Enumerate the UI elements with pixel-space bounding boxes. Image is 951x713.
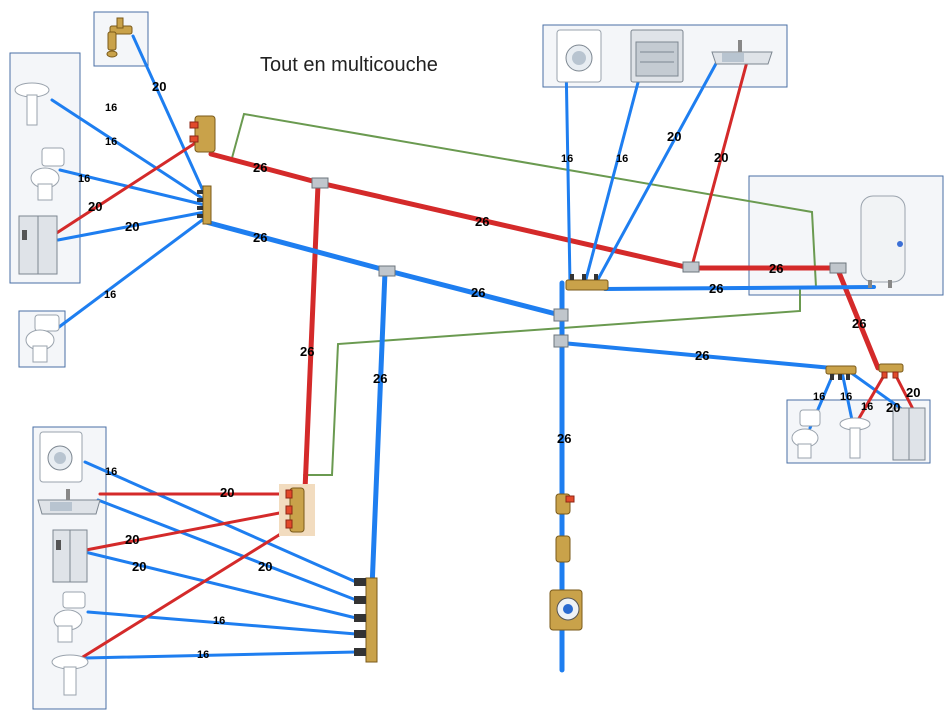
diagram-title: Tout en multicouche — [260, 54, 438, 76]
hot-to-basin-bottom — [76, 523, 297, 662]
pipe-label: 26 — [475, 214, 489, 229]
manifold-icon-right-cold — [825, 365, 857, 380]
pipe-label: 20 — [220, 485, 234, 500]
pressure-reducer-icon — [555, 493, 575, 515]
pipe-label: 20 — [714, 150, 728, 165]
pipe-size-labels: 20 16 16 16 20 20 16 26 26 26 26 26 26 2… — [78, 79, 920, 661]
dishwasher-icon — [630, 29, 684, 83]
cold-to-right-bath — [560, 341, 834, 370]
pipe-label: 16 — [197, 649, 209, 661]
water-heater-icon — [860, 195, 906, 288]
manifold-icon-bottom-cold — [354, 577, 378, 663]
pipe-label: 26 — [373, 371, 387, 386]
cold-to-shower-left — [56, 210, 207, 242]
pipe-label: 16 — [616, 153, 628, 165]
cold-to-heater — [603, 285, 876, 291]
cold-to-dishwasher — [583, 73, 642, 285]
filter-icon — [555, 535, 571, 563]
faucet-icon — [106, 17, 133, 58]
cold-to-wc-bottom — [86, 610, 358, 636]
shower-icon-right — [892, 407, 926, 461]
toilet-icon — [30, 147, 65, 201]
hot-to-shower-bottom — [84, 508, 297, 552]
cold-to-basin-right — [840, 370, 854, 422]
toilet-icon-low — [25, 314, 60, 363]
manifold-icon-bottom-hot — [279, 484, 315, 536]
pipe-label: 26 — [253, 160, 267, 175]
pipe-label: 16 — [78, 173, 90, 185]
washbasin-icon-bottom — [51, 654, 89, 696]
hot-to-shower-left — [50, 138, 202, 238]
pipe-label: 20 — [906, 385, 920, 400]
pipe-label: 26 — [769, 261, 783, 276]
cold-to-wc-low — [53, 216, 207, 332]
pipe-label: 20 — [88, 199, 102, 214]
pipe-label: 16 — [561, 153, 573, 165]
tee-fitting-cold-1 — [378, 265, 396, 277]
sink-icon-bottom — [37, 489, 101, 515]
hot-riser-down — [302, 182, 321, 493]
cold-to-faucet — [131, 34, 207, 197]
pipe-label: 20 — [667, 129, 681, 144]
pipe-label: 16 — [105, 466, 117, 478]
water-meter-icon — [549, 589, 583, 631]
pipe-label: 16 — [213, 615, 225, 627]
washing-machine-icon — [556, 29, 602, 83]
manifold-icon-topleft-cold — [197, 185, 212, 225]
hot-main-pipe — [208, 151, 841, 271]
pipe-label: 26 — [695, 348, 709, 363]
pipe-label: 20 — [886, 400, 900, 415]
cold-to-basin-bottom — [83, 650, 358, 660]
washbasin-icon-right — [839, 417, 871, 459]
pipe-label: 16 — [105, 136, 117, 148]
pipe-label: 26 — [471, 285, 485, 300]
pipe-label: 20 — [132, 559, 146, 574]
return-line-top — [231, 112, 817, 288]
cold-to-washing-machine — [564, 58, 572, 285]
pipe-label: 20 — [258, 559, 272, 574]
pipe-label: 26 — [709, 281, 723, 296]
pipe-label: 26 — [852, 316, 866, 331]
toilet-icon-right — [791, 409, 821, 459]
pipe-label: 26 — [300, 344, 314, 359]
pipe-label: 16 — [861, 401, 873, 413]
manifold-icon-right-hot — [878, 363, 904, 379]
cold-to-wc-left — [58, 168, 207, 207]
pipe-label: 16 — [104, 289, 116, 301]
tee-fitting-hot-3 — [829, 262, 847, 274]
cold-to-sink-bottom — [96, 498, 358, 602]
pipe-label: 26 — [557, 431, 571, 446]
pipe-label: 20 — [125, 219, 139, 234]
pipe-label: 20 — [125, 532, 139, 547]
tee-fitting-cold-2 — [553, 308, 569, 348]
hot-to-basin-right — [856, 370, 888, 422]
pipe-label: 16 — [840, 391, 852, 403]
washing-machine-icon-bottom — [39, 431, 83, 483]
cold-to-basin-left — [50, 98, 207, 202]
cold-to-shower-bottom — [83, 550, 358, 620]
pipe-label: 16 — [813, 391, 825, 403]
pipe-label: 16 — [105, 102, 117, 114]
cold-riser-down — [369, 269, 388, 591]
sink-icon — [711, 40, 773, 65]
toilet-icon-bottom — [53, 591, 86, 643]
shower-icon-bottom — [52, 529, 88, 583]
manifold-icon-kitchen — [565, 274, 609, 291]
tee-fitting-hot-1 — [311, 177, 329, 189]
hot-to-sink — [690, 56, 750, 268]
cold-to-sink — [594, 58, 720, 285]
pipe-label: 20 — [152, 79, 166, 94]
water-heater-box — [748, 175, 944, 296]
washbasin-icon — [14, 82, 50, 126]
shower-icon — [18, 215, 58, 275]
manifold-icon-topleft-hot — [189, 115, 216, 153]
return-line-bottom — [303, 289, 801, 476]
cold-to-washing-machine-bottom — [83, 460, 358, 584]
tee-fitting-hot-2 — [682, 261, 700, 273]
pipe-label: 26 — [253, 230, 267, 245]
